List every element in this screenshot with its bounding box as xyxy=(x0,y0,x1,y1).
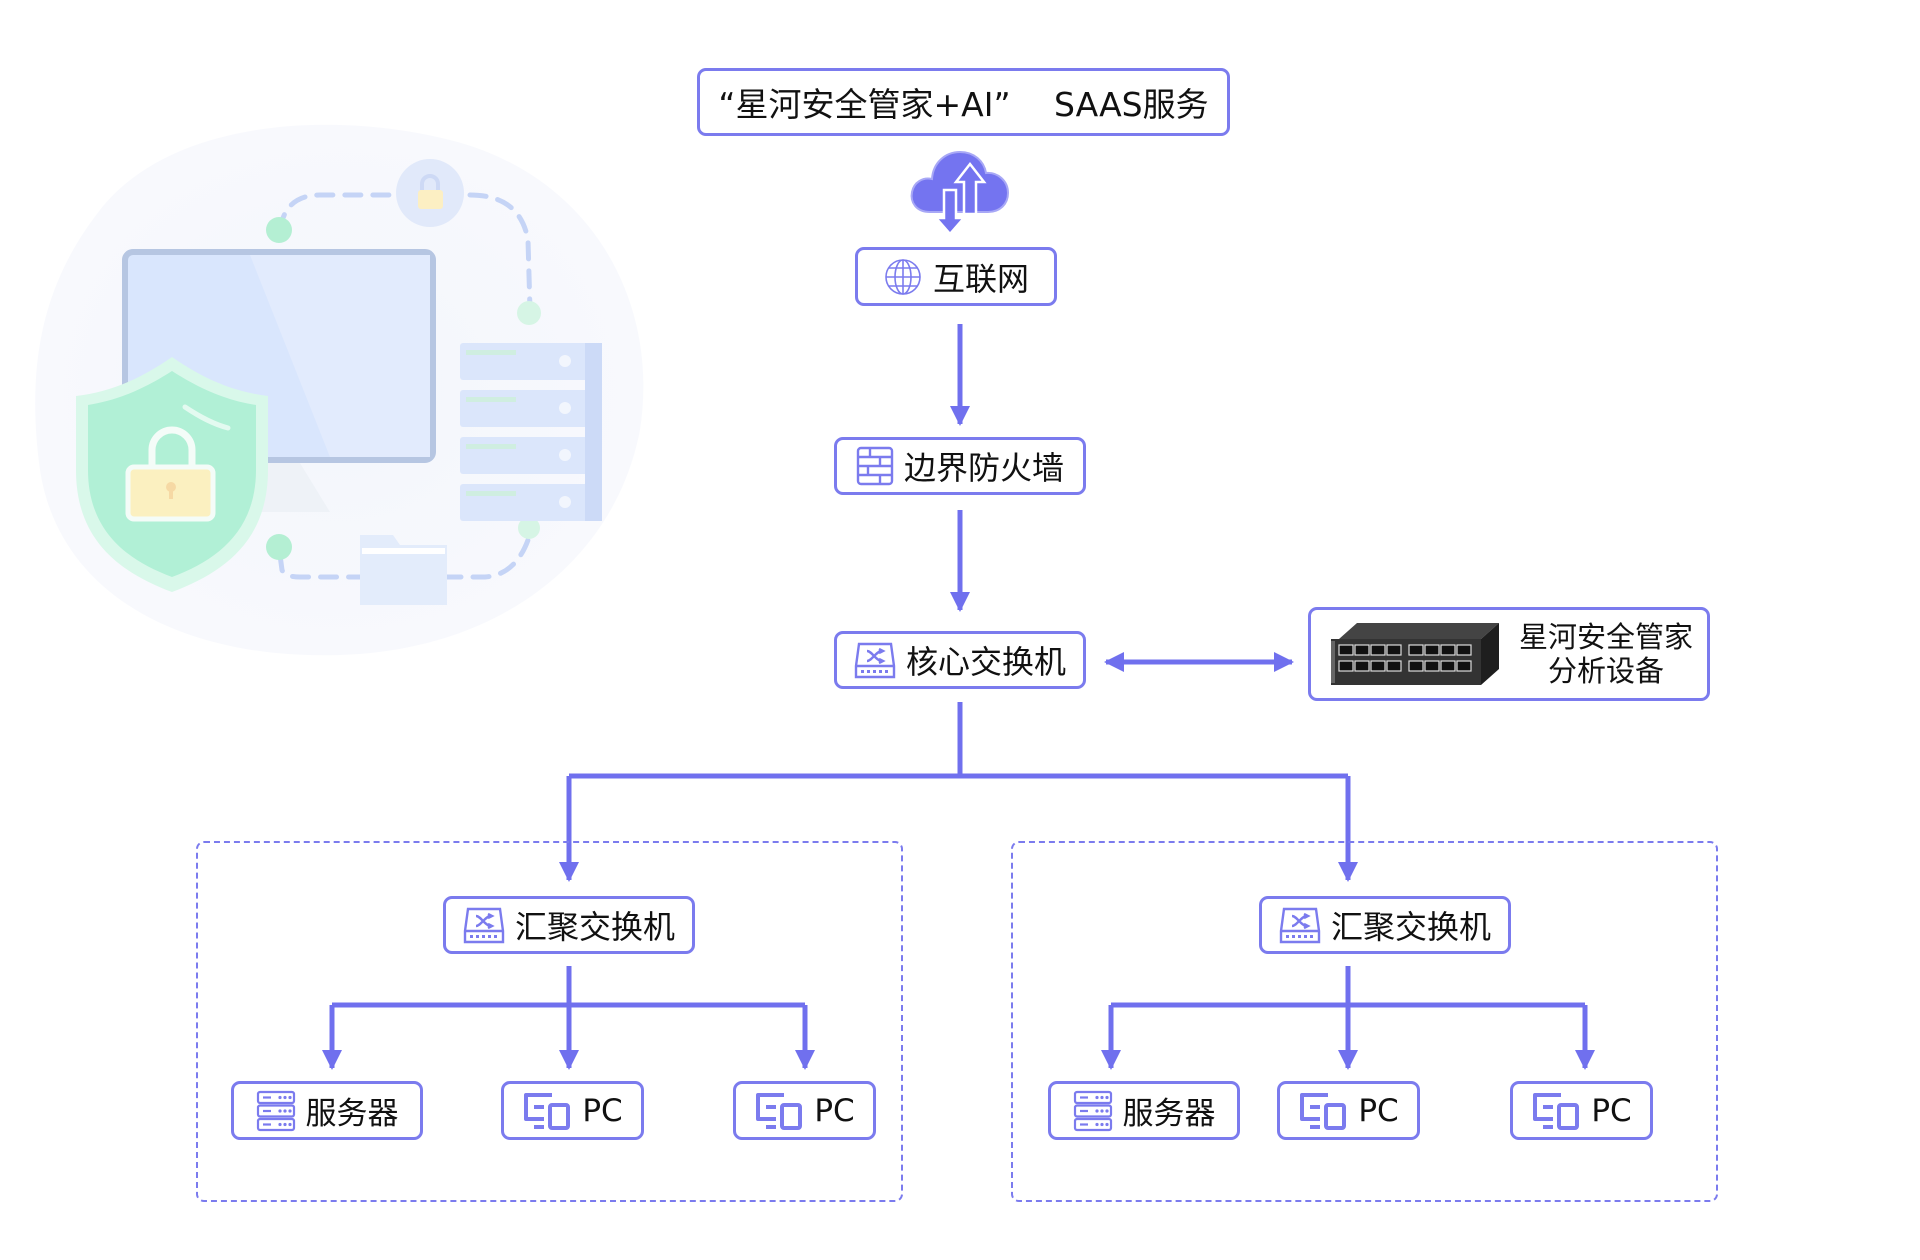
aggregation-switch-node-left[interactable]: 汇聚交换机 xyxy=(443,896,695,954)
pc-label: PC xyxy=(1591,1092,1632,1129)
pc-node-right-2[interactable]: PC xyxy=(1510,1081,1653,1140)
server-label: 服务器 xyxy=(1122,1096,1216,1132)
green-dot xyxy=(266,217,292,243)
firewall-icon xyxy=(856,446,894,486)
rack-appliance-icon xyxy=(1331,623,1499,685)
green-dot xyxy=(518,517,540,539)
server-icon xyxy=(256,1090,295,1131)
core-switch-label: 核心交换机 xyxy=(905,643,1066,681)
dashed-connector xyxy=(277,552,368,580)
shield-illustration xyxy=(76,357,268,592)
saas-service-node[interactable]: “星河安全管家+AI” SAAS服务 xyxy=(697,68,1230,136)
aggregation-switch-label: 汇聚交换机 xyxy=(1330,908,1491,946)
security-illustration xyxy=(35,124,644,656)
firewall-label: 边界防火墙 xyxy=(903,449,1064,487)
switch-icon xyxy=(463,907,505,944)
firewall-node[interactable]: 边界防火墙 xyxy=(834,437,1086,495)
server-icon xyxy=(1073,1090,1112,1131)
globe-icon xyxy=(885,258,921,295)
server-node-right[interactable]: 服务器 xyxy=(1048,1081,1240,1140)
pc-label: PC xyxy=(814,1092,855,1129)
pc-node-right-1[interactable]: PC xyxy=(1277,1081,1420,1140)
internet-label: 互联网 xyxy=(932,259,1029,298)
analysis-device-label-line1: 星河安全管家 xyxy=(1519,620,1694,654)
server-label: 服务器 xyxy=(305,1096,399,1132)
folder-illustration xyxy=(360,535,447,605)
pc-node-left-2[interactable]: PC xyxy=(733,1081,876,1140)
pc-label: PC xyxy=(1358,1092,1399,1129)
group-container-left xyxy=(196,841,903,1202)
analysis-device-label: 星河安全管家 分析设备 xyxy=(1519,620,1693,688)
internet-node[interactable]: 互联网 xyxy=(855,247,1057,306)
cloud-sync-icon xyxy=(910,150,1010,236)
pc-node-left-1[interactable]: PC xyxy=(501,1081,644,1140)
analysis-device-label-line2: 分析设备 xyxy=(1548,654,1665,688)
group-container-right xyxy=(1011,841,1718,1202)
switch-icon xyxy=(1279,907,1321,944)
pc-icon xyxy=(1533,1092,1580,1130)
dashed-connector xyxy=(442,537,531,580)
server-stack-illustration xyxy=(460,343,602,521)
pc-label: PC xyxy=(582,1092,623,1129)
switch-icon xyxy=(854,642,896,679)
core-switch-node[interactable]: 核心交换机 xyxy=(834,631,1086,689)
pc-icon xyxy=(756,1092,803,1130)
pc-icon xyxy=(524,1092,571,1130)
green-dot xyxy=(517,301,541,325)
server-node-left[interactable]: 服务器 xyxy=(231,1081,423,1140)
aggregation-switch-node-right[interactable]: 汇聚交换机 xyxy=(1259,896,1511,954)
green-dot xyxy=(266,534,292,560)
analysis-device-node[interactable]: 星河安全管家 分析设备 xyxy=(1308,607,1710,701)
pc-icon xyxy=(1300,1092,1347,1130)
saas-service-label: “星河安全管家+AI” SAAS服务 xyxy=(718,85,1209,124)
aggregation-switch-label: 汇聚交换机 xyxy=(514,908,675,946)
dashed-connector xyxy=(467,192,533,313)
